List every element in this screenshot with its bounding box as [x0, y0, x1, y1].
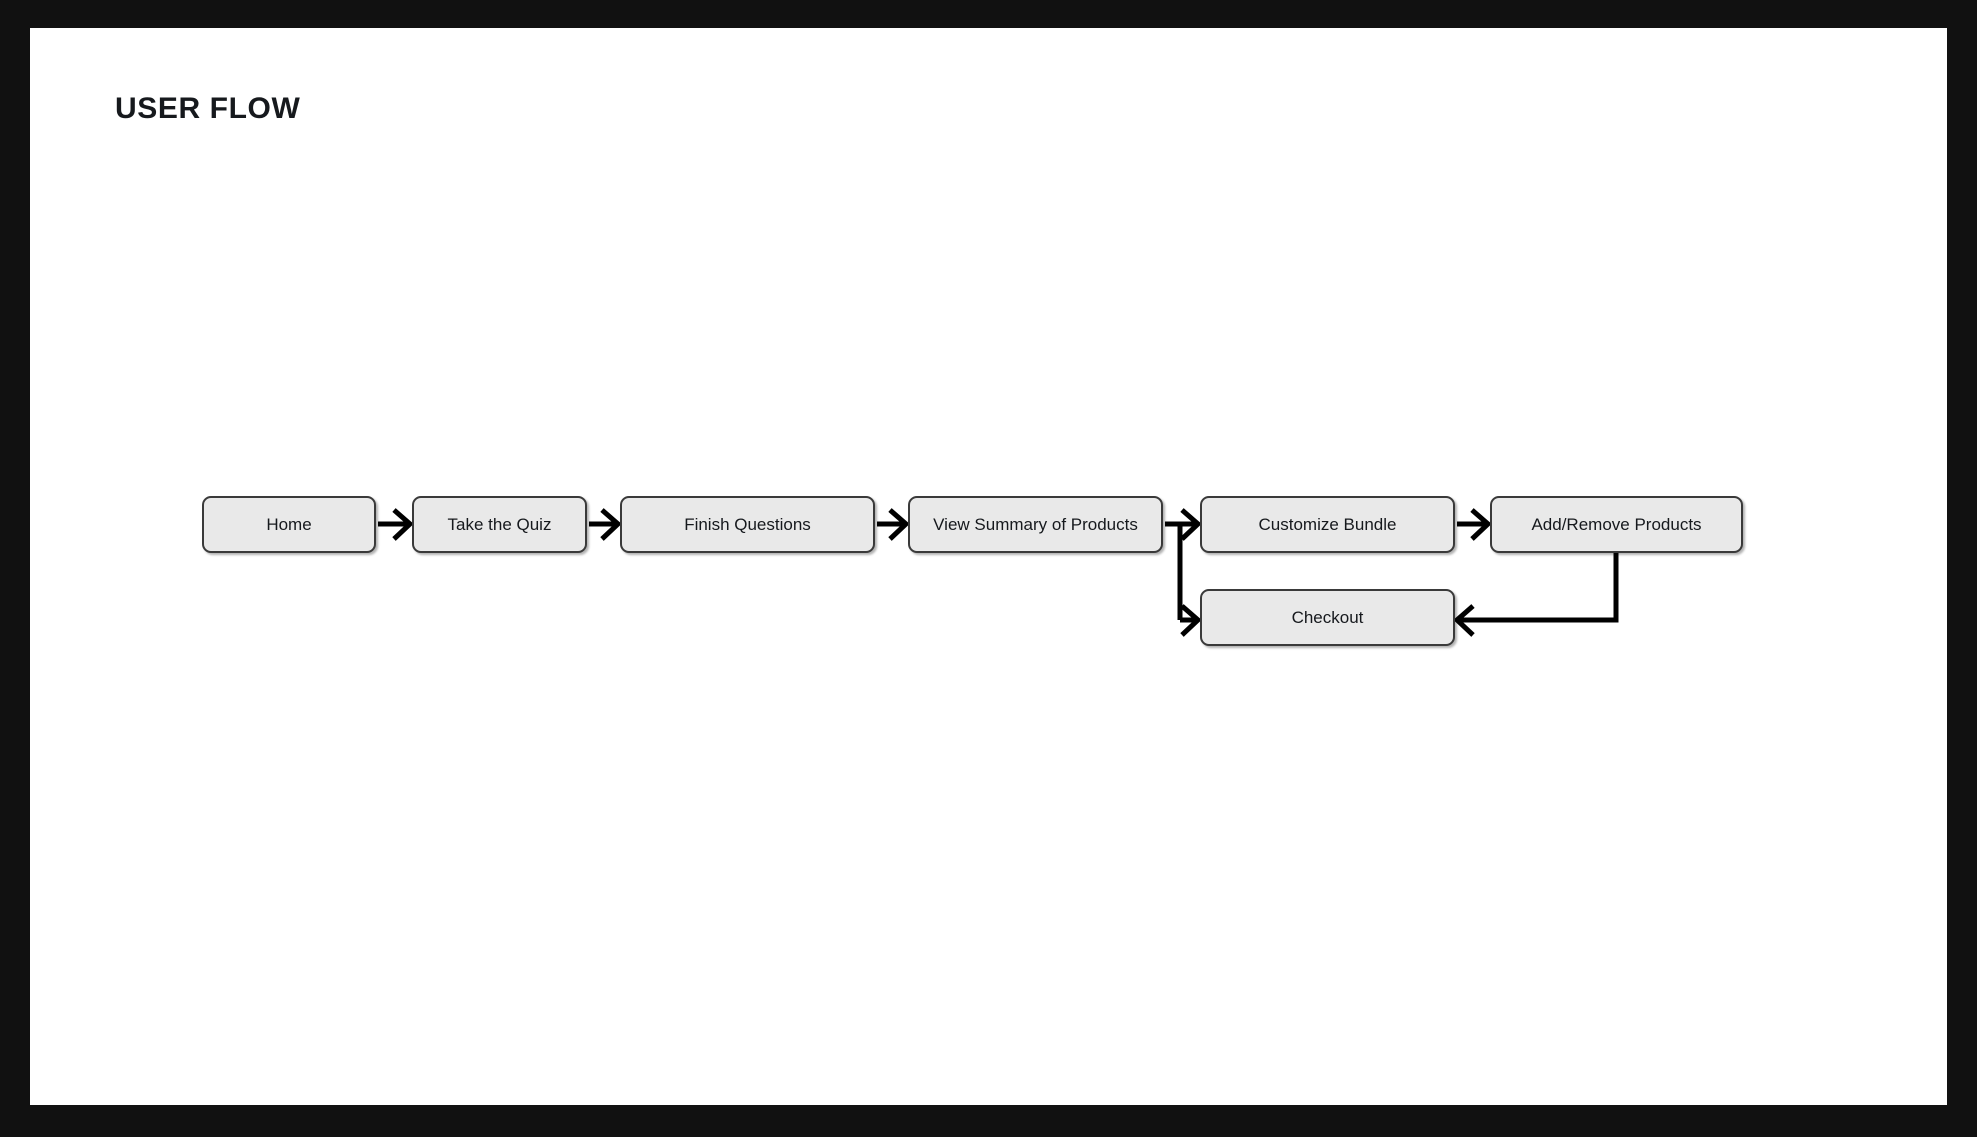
flow-node-label: Add/Remove Products [1531, 515, 1702, 534]
flow-node-label: View Summary of Products [933, 515, 1138, 534]
flow-node-checkout[interactable]: Checkout [1200, 589, 1455, 646]
flow-node-label: Checkout [1291, 608, 1364, 627]
flow-node-label: Customize Bundle [1258, 515, 1397, 534]
connector-finish-to-summary [877, 508, 910, 541]
connector-home-to-quiz [378, 508, 414, 541]
slide-white-area [30, 28, 1947, 1105]
flow-node-customize-bundle[interactable]: Customize Bundle [1200, 496, 1455, 553]
flow-node-finish-questions[interactable]: Finish Questions [620, 496, 875, 553]
connector-customize-to-addremove [1457, 508, 1492, 541]
flow-node-add-remove-products[interactable]: Add/Remove Products [1490, 496, 1743, 553]
flow-node-label: Finish Questions [684, 515, 811, 534]
flow-node-label: Home [266, 515, 312, 534]
page-title: USER FLOW [115, 92, 301, 125]
flow-node-view-summary-of-products[interactable]: View Summary of Products [908, 496, 1163, 553]
connector-summary-branch [1165, 508, 1202, 637]
connector-addremove-to-checkout [1453, 553, 1619, 637]
flow-node-home[interactable]: Home [202, 496, 376, 553]
flow-node-label: Take the Quiz [447, 515, 552, 534]
connector-quiz-to-finish [589, 508, 622, 541]
flow-node-take-the-quiz[interactable]: Take the Quiz [412, 496, 587, 553]
